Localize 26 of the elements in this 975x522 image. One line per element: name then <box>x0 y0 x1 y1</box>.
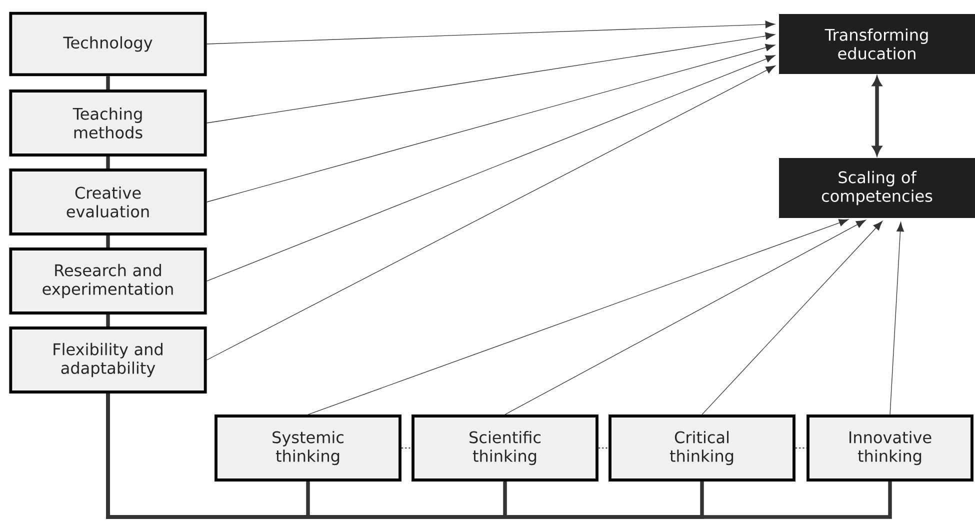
concept-box: Flexibility and adaptability <box>9 326 207 394</box>
connector-line <box>106 314 110 327</box>
concept-box: Technology <box>9 12 207 76</box>
connector-line <box>106 156 110 169</box>
arrow <box>206 44 776 202</box>
concept-box: Scientific thinking <box>412 414 598 482</box>
concept-box: Teaching methods <box>9 90 207 156</box>
concept-box: Research and experimentation <box>9 248 207 314</box>
outcome-box: Scaling of competencies <box>779 158 975 218</box>
concept-box: Systemic thinking <box>214 414 402 482</box>
arrow <box>206 20 776 44</box>
concept-box: Creative evaluation <box>9 168 207 236</box>
arrow <box>504 220 866 415</box>
connector-line <box>106 76 110 90</box>
arrow <box>308 219 849 415</box>
connector-line <box>106 235 110 248</box>
outcome-box: Transforming education <box>779 14 975 74</box>
arrow <box>206 55 776 282</box>
double-arrow <box>872 76 882 156</box>
connector-line <box>106 393 892 519</box>
concept-box: Critical thinking <box>608 414 796 482</box>
arrow <box>890 222 904 415</box>
concept-box: Innovative thinking <box>806 414 974 482</box>
arrow <box>702 220 883 415</box>
arrow <box>206 66 776 360</box>
arrow <box>206 32 776 124</box>
